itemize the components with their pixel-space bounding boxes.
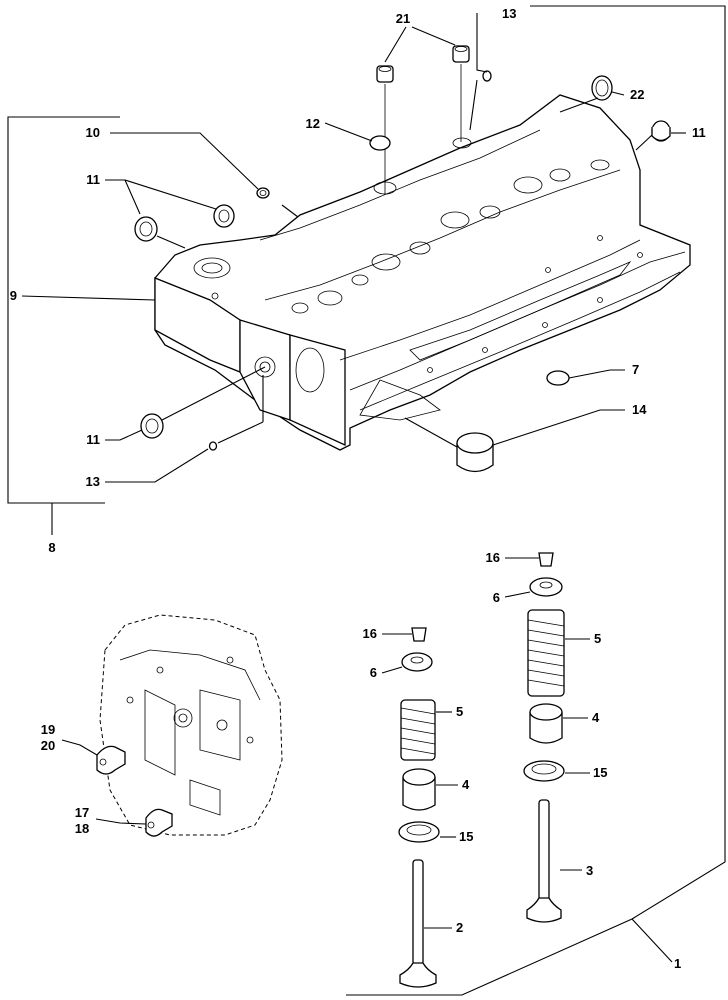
callout-13-bottom: 13 — [86, 474, 100, 489]
callout-11-left: 11 — [86, 172, 100, 187]
callout-6-left: 6 — [370, 665, 377, 680]
inset-head-view — [96, 614, 283, 837]
callout-8: 8 — [48, 540, 55, 555]
part-5-spring-right — [527, 609, 565, 697]
callout-2: 2 — [456, 920, 463, 935]
callout-3: 3 — [586, 863, 593, 878]
bracket-group-8 — [7, 116, 120, 535]
part-15-washer-left — [398, 821, 440, 843]
callout-5-left: 5 — [456, 704, 463, 719]
part-16-keeper-left — [411, 627, 427, 642]
callout-16-right: 16 — [486, 550, 500, 565]
callout-6-right: 6 — [493, 590, 500, 605]
callout-10: 10 — [86, 125, 100, 140]
part-7-plug — [546, 370, 570, 386]
part-22-seal — [591, 75, 613, 101]
part-2-valve-left — [399, 859, 437, 988]
part-11-seals-left — [134, 204, 235, 242]
callout-17: 17 — [75, 805, 89, 820]
callout-12: 12 — [306, 116, 320, 131]
part-11-seal-bottom — [140, 413, 164, 439]
callout-11-right: 11 — [692, 125, 706, 140]
callout-9: 9 — [10, 288, 17, 303]
callout-21: 21 — [396, 11, 410, 26]
callout-4-right: 4 — [592, 710, 600, 725]
leader-lines — [21, 13, 686, 929]
callout-13-top: 13 — [502, 6, 516, 21]
callout-5-right: 5 — [594, 631, 601, 646]
cylinder-head — [154, 94, 691, 451]
callouts: 21 13 22 11 12 10 11 9 11 13 7 14 8 16 6… — [10, 6, 706, 971]
part-15-washer-right — [523, 760, 565, 782]
part-10-oring — [256, 187, 270, 199]
part-16-keeper-right — [538, 552, 554, 567]
part-3-valve-right — [526, 799, 562, 923]
part-4-seal-left — [402, 768, 436, 811]
callout-14: 14 — [632, 402, 647, 417]
callout-7: 7 — [632, 362, 639, 377]
callout-19: 19 — [41, 722, 55, 737]
callout-20: 20 — [41, 738, 55, 753]
part-13-top-oring — [482, 70, 492, 82]
bracket-group-1 — [346, 5, 726, 996]
part-4-seal-right — [529, 703, 563, 744]
part-12-plug — [369, 135, 391, 151]
part-6-retainer-right — [529, 577, 563, 597]
part-5-spring-left — [400, 699, 436, 761]
callout-22: 22 — [630, 87, 644, 102]
callout-15-right: 15 — [593, 765, 607, 780]
part-14-plug — [456, 432, 494, 473]
callout-11-bottom: 11 — [86, 432, 100, 447]
part-6-retainer-left — [401, 652, 433, 672]
callout-15-left: 15 — [459, 829, 473, 844]
callout-18: 18 — [75, 821, 89, 836]
callout-1: 1 — [674, 956, 681, 971]
part-13-bottom-oring — [208, 441, 218, 451]
callout-16-left: 16 — [363, 626, 377, 641]
part-11-plug-right — [651, 120, 671, 142]
callout-4-left: 4 — [462, 777, 470, 792]
